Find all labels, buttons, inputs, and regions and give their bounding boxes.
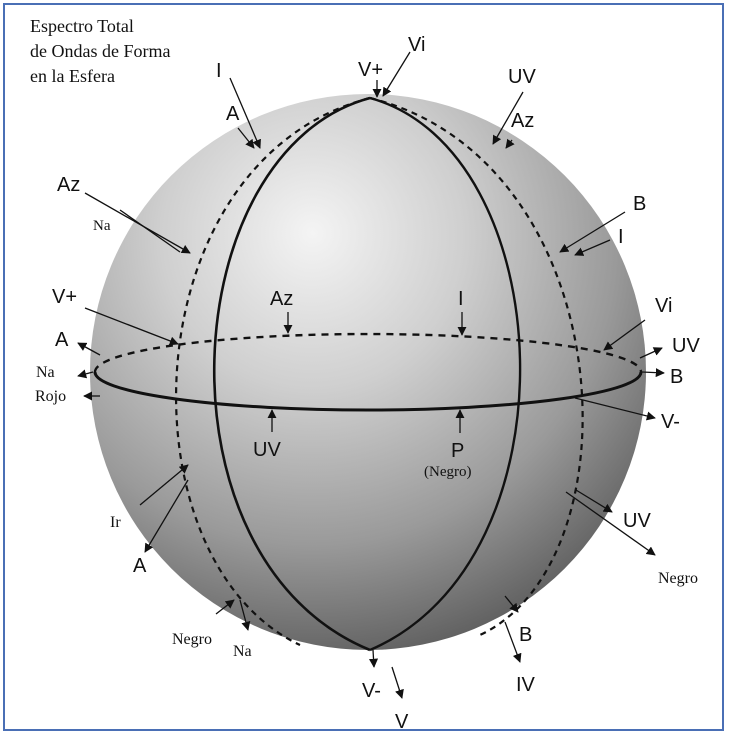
arrow-top-Az	[505, 138, 515, 149]
arrow-top-Vi	[382, 51, 411, 97]
arrow-bottom-IV	[504, 621, 522, 663]
label-equator-Az: Az	[270, 288, 293, 310]
meridian-right-back-dashed	[369, 96, 584, 636]
arrow-bottom-Negro	[215, 599, 235, 615]
arrow-right-B2	[641, 368, 665, 378]
arrow-bottom-Na	[239, 599, 251, 631]
label-bottom-V: V	[395, 711, 409, 733]
arrow-left-Na	[119, 209, 181, 253]
label-equator-P: P	[451, 440, 464, 462]
label-left-Vplus: V+	[52, 286, 77, 308]
arrow-top-UV	[492, 91, 524, 145]
meridian-left-back-dashed	[175, 96, 371, 646]
label-equator-Negro: (Negro)	[424, 464, 471, 480]
label-left-Na2: Na	[36, 364, 55, 381]
label-left-A2: A	[133, 555, 147, 577]
arrow-right-Vminus	[574, 397, 656, 421]
label-lower-right-UV: UV	[623, 510, 651, 532]
pointer-lines	[77, 51, 665, 699]
label-top-Az: Az	[511, 110, 534, 132]
label-top-I: I	[216, 60, 222, 82]
meridian-left-front	[213, 96, 371, 652]
label-top-Vi: Vi	[408, 34, 425, 56]
label-equator-I: I	[458, 288, 464, 310]
meridian-right-front	[369, 96, 522, 652]
labels: I A V+ Vi UV Az Az Na B I V+ Az I Vi A U…	[35, 34, 700, 733]
title-line-1: Espectro Total	[30, 16, 134, 36]
label-right-Vminus: V-	[661, 411, 680, 433]
equator-back-dashed	[93, 332, 643, 373]
label-right-Vi: Vi	[655, 295, 672, 317]
label-top-Vplus: V+	[358, 59, 383, 81]
label-bottom-IV: IV	[516, 674, 536, 696]
equator-front	[93, 371, 643, 412]
label-left-Rojo: Rojo	[35, 388, 66, 405]
arrow-left-Ir	[139, 464, 189, 506]
label-bottom-Negro: Negro	[172, 631, 212, 648]
arrow-right-UV	[639, 347, 663, 359]
arrow-left-Na2	[77, 369, 94, 379]
label-left-Ir: Ir	[110, 514, 121, 531]
label-left-Az: Az	[57, 174, 80, 196]
label-top-UV: UV	[508, 66, 536, 88]
arrow-left-A	[77, 342, 101, 356]
sphere	[90, 94, 646, 650]
label-left-A: A	[55, 329, 69, 351]
label-right-B2: B	[670, 366, 683, 388]
arrow-bottom-B	[504, 595, 519, 613]
arrow-top-A	[237, 127, 255, 149]
arrow-right-B	[559, 211, 626, 253]
label-left-Na: Na	[93, 218, 111, 234]
arrow-right-I	[574, 239, 611, 256]
label-equator-UV: UV	[253, 439, 281, 461]
arrow-bottom-Vminus	[368, 649, 379, 668]
label-bottom-B: B	[519, 624, 532, 646]
arrow-bottom-V	[391, 666, 404, 699]
arrow-right-Vi	[603, 319, 646, 351]
arrow-lower-right-Negro	[565, 491, 656, 556]
label-bottom-Na: Na	[233, 643, 252, 660]
arrow-lower-right-UV	[575, 489, 613, 513]
label-right-I: I	[618, 226, 624, 248]
title-line-2: de Ondas de Forma	[30, 41, 170, 61]
label-lower-right-Negro: Negro	[658, 570, 698, 587]
label-right-UV: UV	[672, 335, 700, 357]
arrow-left-Vplus	[84, 307, 179, 346]
arrow-left-A2	[144, 479, 189, 553]
arrow-top-I	[229, 77, 261, 149]
label-bottom-Vminus: V-	[362, 680, 381, 702]
label-right-B: B	[633, 193, 646, 215]
title-line-3: en la Esfera	[30, 66, 115, 86]
label-top-A: A	[226, 103, 240, 125]
